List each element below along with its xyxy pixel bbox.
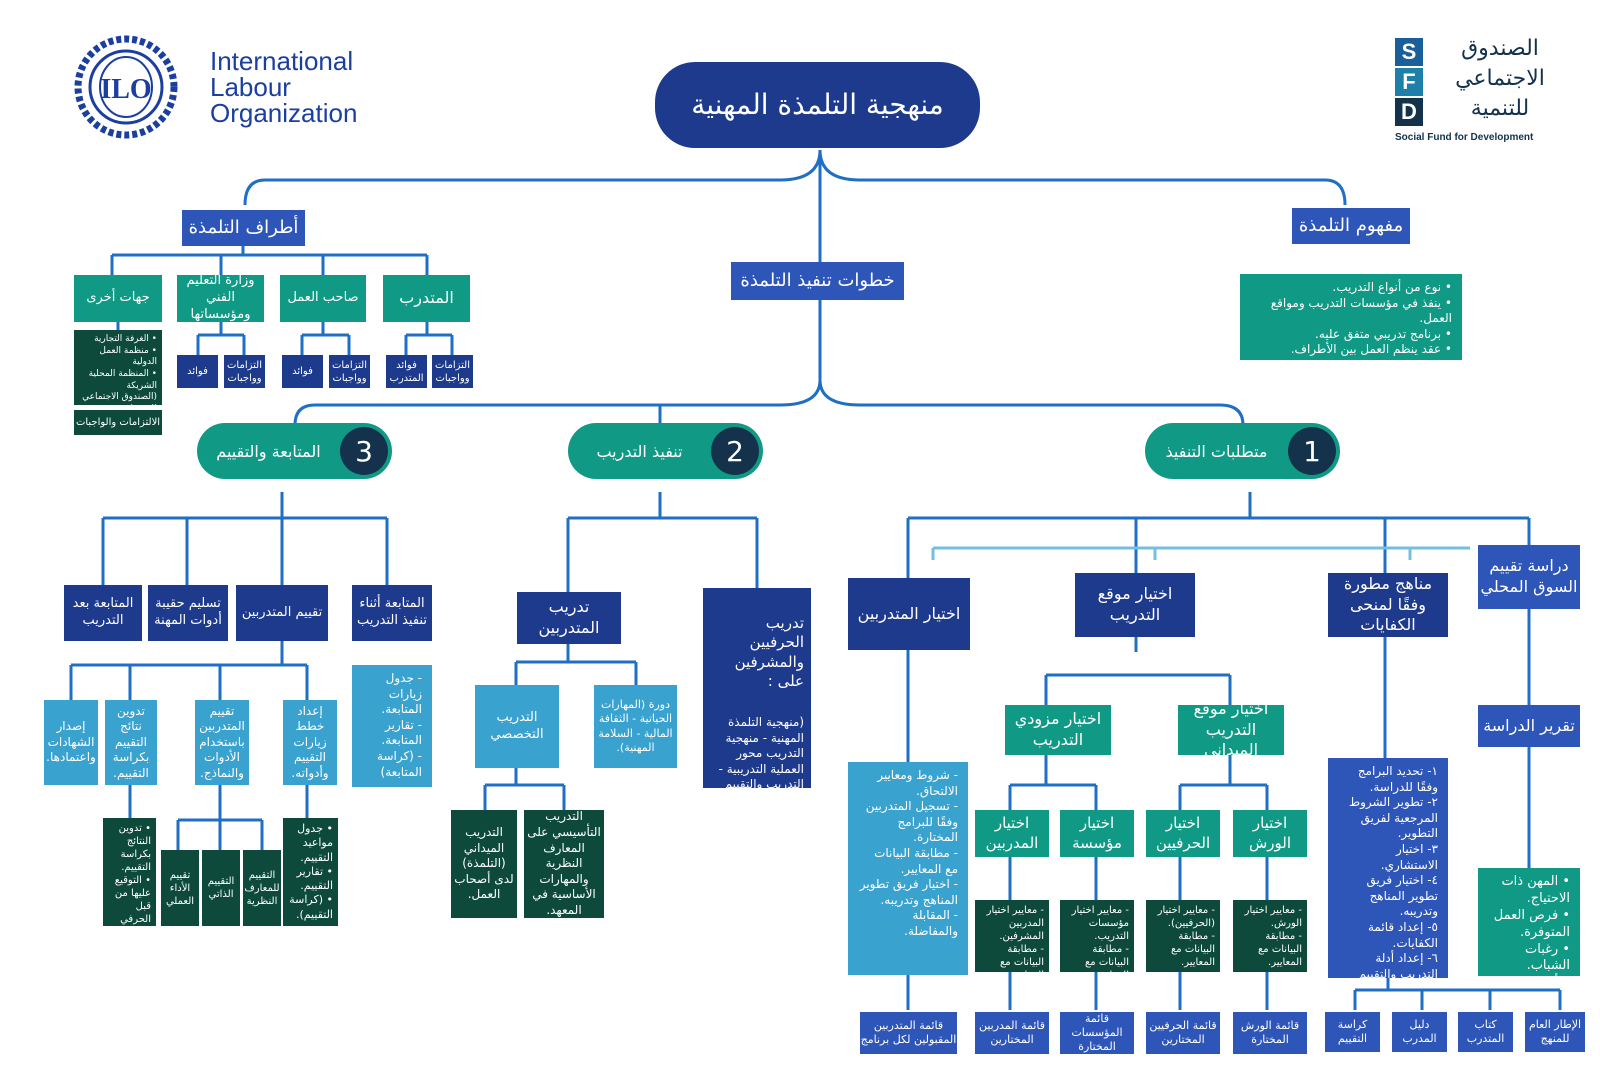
exec-specialized: التدريب التخصصي [475,685,559,768]
employer-obligations: التزامات وواجبات [329,355,370,388]
mon-after-training: المتابعة بعد التدريب [64,585,142,641]
exec-craftsmen-items: (منهجية التلمذة المهنية - منهجية التدريب… [718,715,804,788]
mon-practical-assessment: تقييم الأداء العملي [161,850,199,926]
req-trainers: اختيار المدربين [975,810,1049,857]
party-ministry: وزارة التعليم الفني ومؤسساتها [177,275,264,322]
req-curricula-steps: ١- تحديد البرامج وفقًا للدراسة. ٢- تطوير… [1328,758,1448,978]
phase-1-pill: 1 متطلبات التنفيذ [1145,423,1340,479]
steps-title: خطوات تنفيذ التلمذة [731,262,904,300]
mon-during-training: المتابعة أثناء تنفيذ التدريب [352,585,432,641]
exec-craftsmen-training: تدريب الحرفيين والمشرفين على : (منهجية ا… [703,588,811,788]
exec-trainees-training: تدريب المتدربين [517,592,621,644]
out-institutions-list: قائمة المؤسسات المختارة [1060,1012,1134,1054]
exec-foundation: التدريب التأسيسي على المعارف النظرية وال… [524,810,604,918]
phase-2-number: 2 [711,427,759,475]
exec-field-training: التدريب الميداني (التلمذة) لدى أصحاب الع… [451,810,517,918]
mon-assess-with-tools: تقييم المتدربين باستخدام الأدوات والنماذ… [195,700,249,785]
out-trainers-list: قائمة المدربين المختارين [975,1012,1049,1054]
party-employer: صاحب العمل [280,275,366,322]
svg-text:ILO: ILO [100,74,151,105]
ilo-name-line2: Labour [210,72,291,102]
req-market-study: دراسة تقييم السوق المحلي [1478,545,1580,609]
party-trainee: المتدرب [383,275,470,322]
out-curriculum-framework: الإطار العام للمنهج [1525,1012,1585,1052]
out-assessment-booklet: كراسة التقييم [1325,1012,1380,1052]
sfd-letter-d: D [1395,98,1423,126]
req-select-trainees: اختيار المتدربين [848,578,970,650]
out-trainee-book: كتاب المتدرب [1458,1012,1513,1052]
sfd-arabic-line2: الاجتماعي [1455,66,1545,91]
ministry-benefits: فوائد [177,355,218,388]
page-title: منهجية التلمذة المهنية [655,62,980,148]
phase-3-label: المتابعة والتقييم [216,441,321,461]
sfd-arabic-line1: الصندوق [1461,36,1539,61]
sfd-letter-s: S [1395,38,1423,66]
phase-1-label: متطلبات التنفيذ [1165,441,1268,461]
req-institution: اختيار مؤسسة [1060,810,1134,857]
phase-3-number: 3 [340,427,388,475]
phase-1-number: 1 [1288,427,1336,475]
criteria-trainers: - معايير اختيار المدربين المشرفين. - مطا… [975,900,1049,972]
criteria-craftsmen: - معايير اختيار (الحرفيين). - مطابقة الب… [1146,900,1220,972]
out-craftsmen-list: قائمة الحرفيين المختارين [1146,1012,1220,1054]
req-field-site: اختيار موقع التدريب الميداني [1178,705,1284,755]
req-trainee-criteria: - شروط ومعايير الالتحاق. - تسجيل المتدرب… [848,762,968,975]
req-providers: اختيار مزودي التدريب [1005,705,1111,755]
trainee-obligations: التزامات وواجبات [432,355,473,388]
trainee-benefits: فوائد المتدرب [386,355,427,388]
phase-2-pill: 2 تنفيذ التدريب [568,423,763,479]
req-training-site: اختيار موقع التدريب [1075,573,1195,637]
others-list: • الغرفة التجارية • منظمة العمل الدولية … [74,330,162,405]
phase-3-pill: 3 المتابعة والتقييم [197,423,392,479]
others-obligations: الالتزامات والواجبات [74,410,162,435]
sfd-letter-f: F [1395,68,1423,96]
sfd-english-name: Social Fund for Development [1395,132,1534,143]
mon-record-items: • تدوين النتائج بكراسة التقييم. • التوقي… [103,818,156,926]
mon-evaluation-plans: إعداد خطط زيارات التقييم وأدواته. [283,700,337,785]
ilo-name-line3: Organization [210,98,358,128]
mon-trainee-evaluation: تقييم المتدربين [236,585,328,641]
mon-certificates: إصدار الشهادات واعتمادها. [44,700,98,785]
employer-benefits: فوائد [282,355,323,388]
out-workshops-list: قائمة الورش المختارة [1233,1012,1307,1054]
mon-schedule-items: • جدول مواعيد التقييم. • تقارير التقييم.… [283,818,338,926]
phase-2-label: تنفيذ التدريب [596,441,683,461]
concept-list: • نوع من أنواع التدريب. • ينفذ في مؤسسات… [1240,274,1462,360]
exec-craftsmen-title: تدريب الحرفيين والمشرفين على : [734,613,804,691]
ilo-emblem-icon: ILO [74,35,178,139]
sfd-arabic-line3: للتنمية [1470,96,1530,121]
req-report-items: • المهن ذات الاحتياج. • فرص العمل المتوف… [1478,868,1580,976]
criteria-workshops: - معايير اختيار الورش. - مطابقة البيانات… [1233,900,1307,972]
mon-self-assessment: التقييم الذاتي [202,850,240,926]
ilo-name-line1: International [210,46,354,76]
mon-tool-kit: تسليم حقيبة أدوات المهنة [148,585,228,641]
exec-course: دورة (المهارات الحياتية - الثقافة المالي… [594,685,677,768]
out-trainer-guide: دليل المدرب [1392,1012,1447,1052]
mon-during-items: - جدول زيارات المتابعة. - تقارير المتابع… [352,665,432,787]
parties-title: أطراف التلمذة [182,210,305,246]
req-workshops: اختيار الورش [1233,810,1307,857]
req-craftsmen: اختيار الحرفيين [1146,810,1220,857]
criteria-institution: - معايير اختيار مؤسسات التدريب. - مطابقة… [1060,900,1134,972]
req-curricula: مناهج مطورة وفقًا لمنحى الكفايات [1328,573,1448,637]
ilo-logo: ILO International Labour Organization [60,32,380,142]
sfd-logo: S F D الصندوق الاجتماعي للتنمية Social F… [1395,36,1570,148]
party-others: جهات أخرى [74,275,162,322]
req-study-report: تقرير الدراسة [1478,705,1580,747]
concept-title: مفهوم التلمذة [1292,208,1410,244]
mon-theory-assessment: التقييم للمعارف النظرية [243,850,281,926]
out-accepted-trainees: قائمة المتدربين المقبولين لكل برنامج [860,1012,957,1054]
mon-record-results: تدوين نتائج التقييم بكراسة التقييم. [105,700,157,785]
ministry-obligations: التزامات وواجبات [224,355,265,388]
